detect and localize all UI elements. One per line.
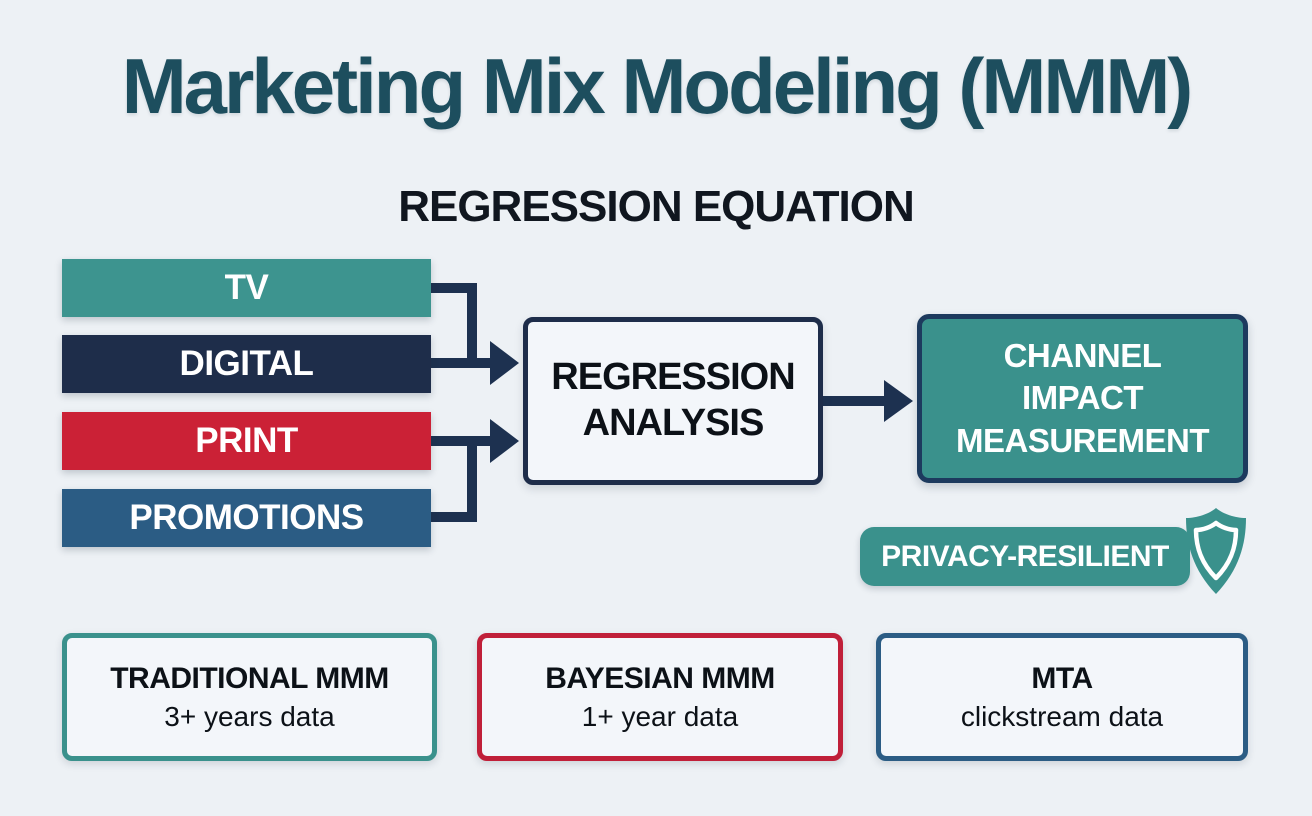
approach-title: TRADITIONAL MMM (110, 661, 389, 695)
arrowhead-icon (490, 341, 519, 385)
channel-bar-promotions: PROMOTIONS (62, 489, 431, 547)
impact-label-line1: CHANNEL (1003, 337, 1162, 375)
approach-title: BAYESIAN MMM (545, 661, 775, 695)
channel-impact-measurement-box: CHANNEL IMPACT MEASUREMENT (917, 314, 1248, 483)
channel-bar-tv: TV (62, 259, 431, 317)
channel-bar-digital: DIGITAL (62, 335, 431, 393)
section-subtitle: REGRESSION EQUATION (398, 182, 915, 231)
privacy-resilient-label: PRIVACY-RESILIENT (881, 539, 1169, 573)
approach-detail: clickstream data (960, 700, 1164, 732)
connector-tv-line (431, 283, 477, 363)
channel-label: PRINT (195, 421, 298, 460)
approach-title: MTA (1031, 661, 1093, 695)
arrowhead-icon (884, 380, 913, 422)
connector-promotions-line (431, 441, 477, 522)
channel-bar-print: PRINT (62, 412, 431, 470)
page-title: Marketing Mix Modeling (MMM) (121, 42, 1194, 130)
shield-icon (1180, 506, 1252, 598)
impact-label-line2: IMPACT (1021, 379, 1144, 417)
channel-label: DIGITAL (179, 344, 314, 383)
regression-analysis-box: REGRESSION ANALYSIS (523, 317, 823, 485)
regression-analysis-label-line1: REGRESSION (551, 356, 795, 399)
privacy-resilient-badge: PRIVACY-RESILIENT (860, 527, 1190, 586)
approach-card-traditional-mmm: TRADITIONAL MMM 3+ years data (62, 633, 437, 761)
impact-label-line3: MEASUREMENT (955, 421, 1210, 459)
approach-detail: 1+ year data (581, 700, 739, 732)
channel-label: TV (224, 268, 269, 307)
arrowhead-icon (490, 419, 519, 463)
approach-detail: 3+ years data (164, 700, 335, 732)
approach-card-bayesian-mmm: BAYESIAN MMM 1+ year data (477, 633, 843, 761)
regression-analysis-label-line2: ANALYSIS (582, 402, 765, 444)
channel-label: PROMOTIONS (129, 498, 364, 537)
approach-card-mta: MTA clickstream data (876, 633, 1248, 761)
